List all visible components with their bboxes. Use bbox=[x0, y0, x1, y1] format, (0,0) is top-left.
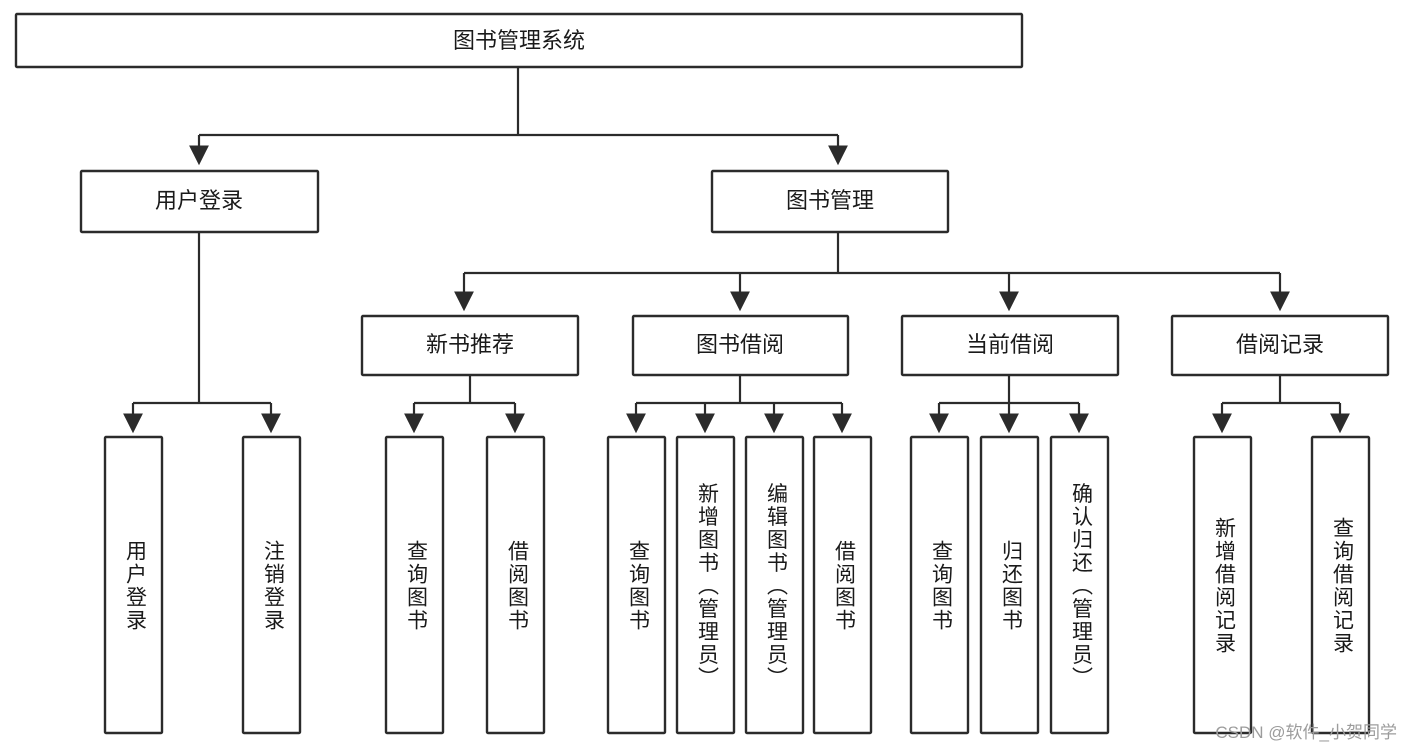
node-leaf-query-record[interactable]: 查询借阅记录 bbox=[1310, 435, 1371, 735]
node-book-manage[interactable]: 图书管理 bbox=[710, 169, 950, 234]
node-leaf-query-book-3[interactable]: 查询图书 bbox=[909, 435, 970, 735]
node-leaf-add-record[interactable]: 新增借阅记录 bbox=[1192, 435, 1253, 735]
node-leaf-confirm-return[interactable]: 确认归还（管理员） bbox=[1049, 435, 1110, 735]
node-leaf-return-book[interactable]: 归还图书 bbox=[979, 435, 1040, 735]
connector-userlogin-to-leaves bbox=[123, 232, 281, 434]
node-leaf-query-record-label: 查询借阅记录 bbox=[1330, 517, 1354, 655]
node-leaf-query-book-2[interactable]: 查询图书 bbox=[606, 435, 667, 735]
csdn-watermark: CSDN @软件_小贺同学 bbox=[1215, 723, 1397, 742]
node-leaf-add-record-label: 新增借阅记录 bbox=[1212, 517, 1236, 655]
node-borrow-record-label: 借阅记录 bbox=[1236, 332, 1324, 357]
node-leaf-query-book-1-label: 查询图书 bbox=[404, 540, 428, 632]
node-leaf-borrow-book-1[interactable]: 借阅图书 bbox=[485, 435, 546, 735]
node-leaf-query-book-1[interactable]: 查询图书 bbox=[384, 435, 445, 735]
node-leaf-confirm-return-label: 确认归还（管理员） bbox=[1069, 483, 1093, 690]
node-leaf-edit-book-label: 编辑图书（管理员） bbox=[764, 483, 788, 690]
connector-currentborrow-to-leaves bbox=[929, 375, 1089, 434]
node-new-book-recommend-label: 新书推荐 bbox=[426, 332, 514, 357]
node-leaf-add-book-label: 新增图书（管理员） bbox=[695, 483, 719, 690]
connector-bookborrow-to-leaves bbox=[626, 375, 852, 434]
node-leaf-add-book[interactable]: 新增图书（管理员） bbox=[675, 435, 736, 735]
node-leaf-query-book-3-label: 查询图书 bbox=[929, 540, 953, 632]
node-leaf-return-book-label: 归还图书 bbox=[999, 540, 1023, 632]
node-current-borrow-label: 当前借阅 bbox=[966, 332, 1054, 357]
node-leaf-logout-login-label: 注销登录 bbox=[261, 540, 285, 632]
node-book-manage-label: 图书管理 bbox=[786, 188, 874, 213]
node-leaf-query-book-2-label: 查询图书 bbox=[626, 540, 650, 632]
node-book-borrow-label: 图书借阅 bbox=[696, 332, 784, 357]
node-current-borrow[interactable]: 当前借阅 bbox=[900, 314, 1120, 377]
node-user-login[interactable]: 用户登录 bbox=[79, 169, 320, 234]
node-leaf-edit-book[interactable]: 编辑图书（管理员） bbox=[744, 435, 805, 735]
node-root-label: 图书管理系统 bbox=[453, 28, 585, 53]
node-leaf-user-login-label: 用户登录 bbox=[123, 540, 147, 632]
connector-bookmanage-to-level2 bbox=[454, 232, 1290, 312]
node-root[interactable]: 图书管理系统 bbox=[14, 12, 1024, 69]
node-leaf-borrow-book-2[interactable]: 借阅图书 bbox=[812, 435, 873, 735]
node-leaf-borrow-book-1-label: 借阅图书 bbox=[505, 540, 529, 632]
node-user-login-label: 用户登录 bbox=[155, 188, 243, 213]
node-leaf-user-login[interactable]: 用户登录 bbox=[103, 435, 164, 735]
node-borrow-record[interactable]: 借阅记录 bbox=[1170, 314, 1390, 377]
node-leaf-logout-login[interactable]: 注销登录 bbox=[241, 435, 302, 735]
node-book-borrow[interactable]: 图书借阅 bbox=[631, 314, 850, 377]
connector-newbook-to-leaves bbox=[404, 375, 525, 434]
connector-root-to-level1 bbox=[189, 67, 848, 166]
connector-borrowrecord-to-leaves bbox=[1212, 375, 1350, 434]
node-new-book-recommend[interactable]: 新书推荐 bbox=[360, 314, 580, 377]
node-leaf-borrow-book-2-label: 借阅图书 bbox=[832, 540, 856, 632]
